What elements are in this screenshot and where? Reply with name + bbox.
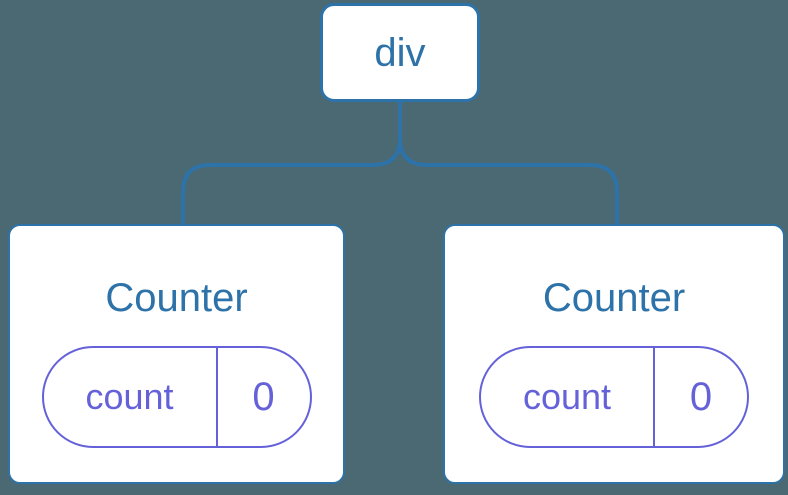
counter-card-right: Counter count 0 (443, 224, 785, 484)
state-pill: count 0 (41, 346, 312, 448)
counter-title: Counter (105, 276, 248, 320)
connector-left-branch (181, 137, 402, 226)
connector-right-branch (398, 137, 619, 226)
state-value: 0 (252, 374, 275, 419)
state-key-label: count (44, 348, 218, 446)
state-value: 0 (689, 374, 713, 419)
state-pill: count 0 (479, 346, 749, 448)
root-node-label: div (374, 30, 426, 75)
root-node-div: div (320, 3, 480, 102)
counter-card-left: Counter count 0 (8, 224, 345, 484)
counter-title: Counter (542, 276, 686, 320)
state-key-label: count (481, 348, 655, 446)
